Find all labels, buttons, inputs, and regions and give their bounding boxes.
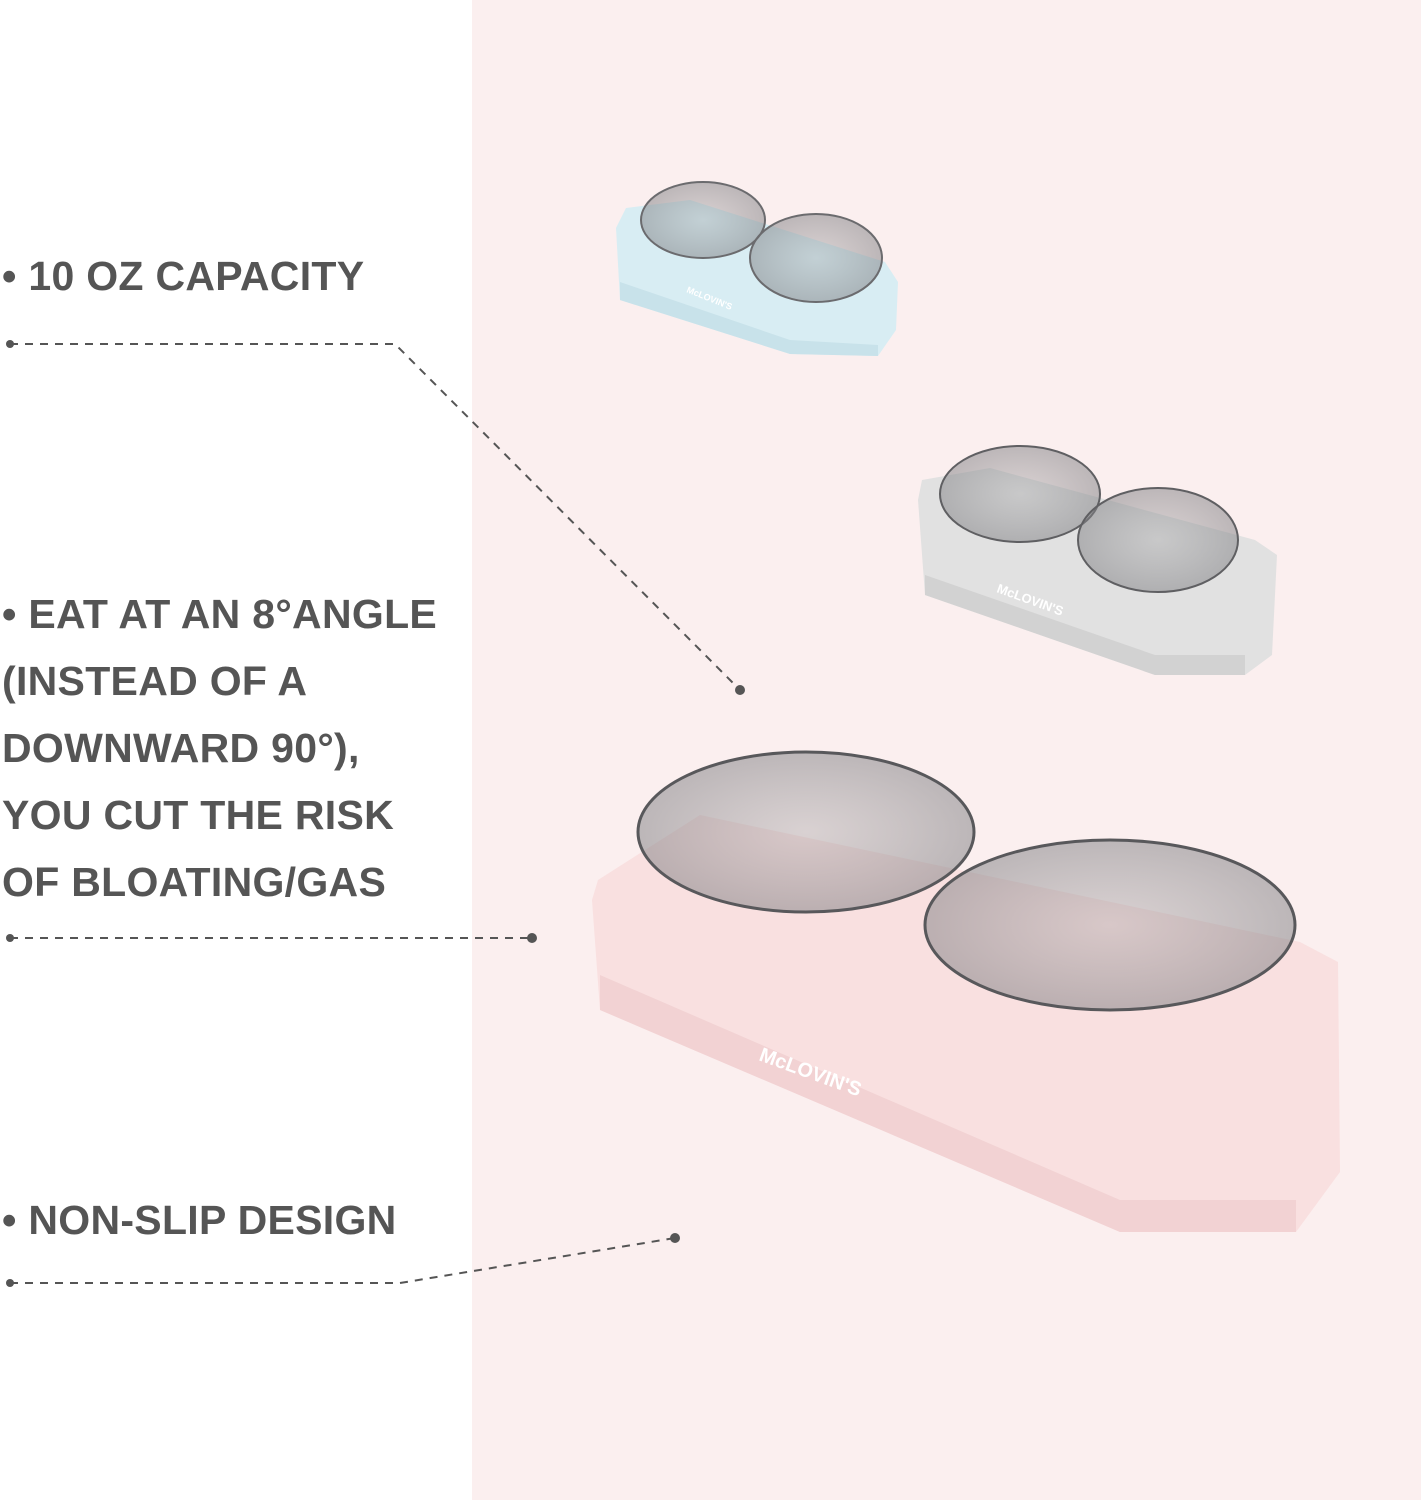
grey-bowl-stand: McLOVIN'S [918,445,1277,675]
callout-line-nonslip [10,1237,676,1284]
callout-line-capacity [10,343,741,691]
blue-bowl-stand: McLOVIN'S [616,181,898,356]
feature-capacity: • 10 OZ CAPACITY [2,253,365,299]
pink-bowl-stand: McLOVIN'S [592,750,1340,1232]
feature-non-slip: • NON-SLIP DESIGN [2,1197,397,1243]
callout-lines [10,343,741,1284]
feature-eating-angle: • EAT AT AN 8°ANGLE (INSTEAD OF A DOWNWA… [2,591,438,905]
callout-dots [6,340,745,1287]
